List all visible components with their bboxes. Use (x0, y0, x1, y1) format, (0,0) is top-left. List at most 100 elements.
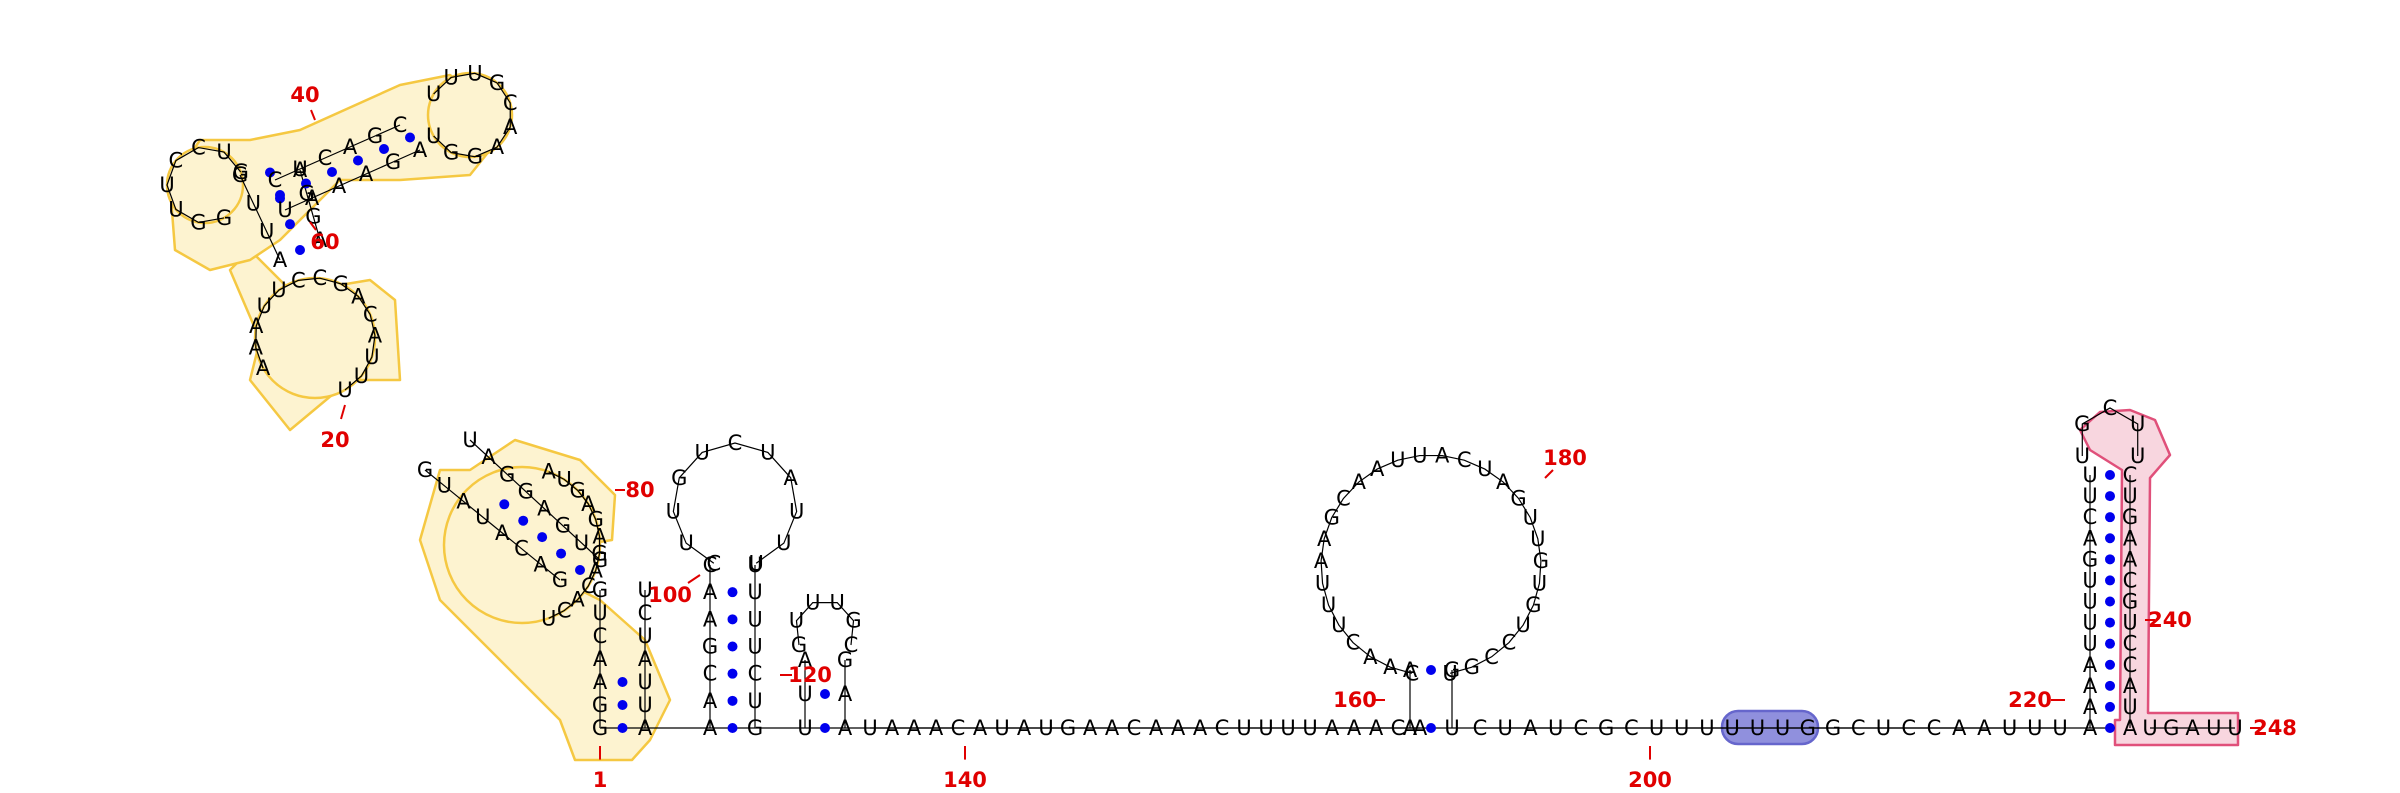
base-pair-dot (2105, 680, 2115, 691)
nucleotide: U (2122, 611, 2137, 635)
nucleotide: A (313, 228, 328, 252)
nucleotide: A (534, 552, 549, 576)
nucleotide: A (343, 135, 358, 159)
nucleotide: U (805, 591, 820, 615)
nucleotide: U (2227, 716, 2242, 740)
nucleotide: A (1496, 470, 1511, 494)
nucleotide: A (581, 492, 596, 516)
nucleotide: G (791, 633, 807, 657)
nucleotide: U (292, 157, 307, 181)
nucleotide: C (2123, 568, 2138, 592)
nucleotide: U (694, 440, 709, 464)
nucleotide: G (592, 716, 608, 740)
nucleotide: U (797, 716, 812, 740)
nucleotide: U (467, 61, 482, 85)
nucleotide: C (2083, 505, 2098, 529)
nucleotide: C (1927, 716, 1942, 740)
nucleotide: U (2075, 444, 2090, 468)
nucleotide: A (703, 716, 718, 740)
nucleotide: U (1477, 457, 1492, 481)
nucleotide: A (2123, 674, 2138, 698)
nucleotide: G (1060, 716, 1076, 740)
nucleotide: C (1391, 716, 1406, 740)
nucleotide: U (437, 474, 452, 498)
nucleotide: U (747, 635, 762, 659)
nucleotide: G (2074, 412, 2090, 436)
nucleotide: C (2123, 463, 2138, 487)
backbone-loop (672, 442, 798, 564)
nucleotide: C (748, 662, 763, 686)
nucleotide: A (293, 158, 308, 182)
nucleotide: U (426, 124, 441, 148)
position-tick (309, 221, 317, 231)
nucleotide: U (1442, 661, 1457, 685)
backbone-segment (469, 439, 601, 561)
nucleotide: G (1598, 716, 1614, 740)
nucleotide: C (1851, 716, 1866, 740)
nucleotide: G (190, 210, 206, 234)
nucleotide: U (1498, 716, 1513, 740)
base-pair-dot (499, 499, 510, 510)
base-pair-dot (2105, 470, 2115, 480)
nucleotide: G (845, 609, 861, 633)
base-pair-dot (2105, 554, 2115, 565)
nucleotide: C (951, 716, 966, 740)
nucleotide: U (1321, 593, 1336, 617)
nucleotide: A (541, 460, 556, 484)
nucleotide: U (2082, 632, 2097, 656)
nucleotide: A (2123, 526, 2138, 550)
nucleotide: C (2103, 396, 2118, 420)
nucleotide: A (703, 607, 718, 631)
nucleotide: A (1383, 655, 1398, 679)
nucleotide: U (2122, 695, 2137, 719)
nucleotide: U (1674, 716, 1689, 740)
nucleotide: A (413, 138, 428, 162)
nucleotide: U (760, 440, 775, 464)
backbone-segment (239, 174, 281, 261)
base-pair-dot (556, 548, 567, 559)
nucleotide: C (1336, 486, 1351, 510)
nucleotide: A (1363, 645, 1378, 669)
base-pair-dot (820, 689, 830, 699)
nucleotide: U (216, 140, 231, 164)
nucleotide: C (593, 624, 608, 648)
nucleotide: U (1412, 444, 1427, 468)
nucleotide: A (1347, 716, 1362, 740)
nucleotide: U (1390, 448, 1405, 472)
nucleotide: C (703, 662, 718, 686)
highlight-5-prime-upper (168, 73, 512, 272)
nucleotide: U (1515, 613, 1530, 637)
nucleotide: C (706, 551, 721, 575)
nucleotide: A (907, 716, 922, 740)
nucleotide: U (2082, 568, 2097, 592)
nucleotide: U (1302, 716, 1317, 740)
nucleotide: A (456, 489, 471, 513)
nucleotide: U (1724, 716, 1739, 740)
backbone-layer (166, 72, 2235, 729)
nucleotide: G (233, 160, 249, 184)
nucleotide: A (495, 521, 510, 545)
nucleotide: U (747, 580, 762, 604)
nucleotide: G (1464, 655, 1480, 679)
base-pair-dot (727, 587, 738, 598)
nucleotide: U (2002, 716, 2017, 740)
nucleotide: A (273, 248, 288, 272)
nucleotide: A (1413, 716, 1428, 740)
nucleotide: A (798, 648, 813, 672)
nucleotide: U (797, 682, 812, 706)
nucleotide: A (1105, 716, 1120, 740)
nucleotide: G (1324, 506, 1340, 530)
nucleotide: G (702, 635, 718, 659)
nucleotide: U (1523, 506, 1538, 530)
nucleotide: U (1775, 716, 1790, 740)
nucleotide: U (2130, 412, 2145, 436)
nucleotide: G (489, 71, 505, 95)
nucleotide: A (570, 588, 585, 612)
nucleotide: U (2082, 611, 2097, 635)
base-pair-dot (2105, 638, 2115, 649)
nucleotide: U (747, 553, 762, 577)
nucleotide: U (1280, 716, 1295, 740)
nucleotide: C (191, 136, 206, 160)
base-pair-dot (2105, 701, 2115, 712)
